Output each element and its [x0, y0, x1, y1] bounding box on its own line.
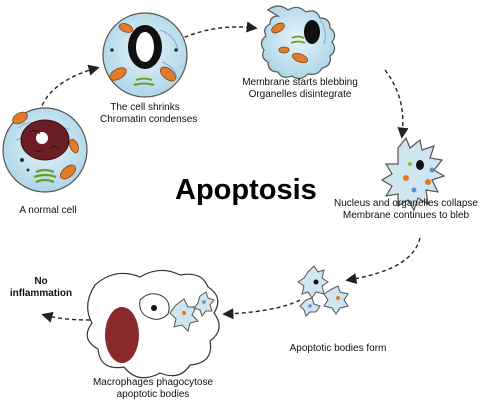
arrow-shrink-to-bleb — [177, 21, 258, 41]
apoptotic-bodies — [297, 265, 349, 317]
label-bodies: Apoptotic bodies form — [289, 343, 387, 354]
macrophage-nucleus-icon — [105, 307, 139, 363]
normal-cell — [2, 107, 88, 193]
blebbing-cell — [260, 5, 336, 80]
golgi-icon — [33, 168, 57, 184]
macrophage — [86, 269, 220, 379]
label-normal-cell: A normal cell — [19, 205, 77, 216]
collapsing-cell — [380, 136, 446, 212]
label-bleb: Membrane starts blebbing Organelles disi… — [242, 77, 358, 100]
diagram-title: Apoptosis — [175, 174, 317, 206]
label-no-inflammation: No inflammation — [9, 276, 73, 299]
mitochondria-icon — [12, 111, 28, 125]
fragmented-nucleus-icon — [416, 160, 424, 170]
label-shrink: The cell shrinks Chromatin condenses — [100, 102, 198, 125]
shrinking-cell — [102, 12, 188, 98]
arrow-bleb-to-collapse — [384, 69, 409, 139]
cycle-arrows — [39, 21, 421, 323]
arrow-bodies-to-macrophage — [222, 299, 301, 320]
label-macrophage: Macrophages phagocytose apoptotic bodies — [92, 377, 214, 400]
label-collapse: Nucleus and organelles collapse Membrane… — [334, 198, 478, 221]
arrow-collapse-to-bodies — [345, 237, 421, 285]
arrow-macrophage-to-outcome — [41, 311, 91, 323]
blebbing-nucleus-icon — [304, 20, 320, 44]
arrow-normal-to-shrink — [39, 64, 100, 113]
